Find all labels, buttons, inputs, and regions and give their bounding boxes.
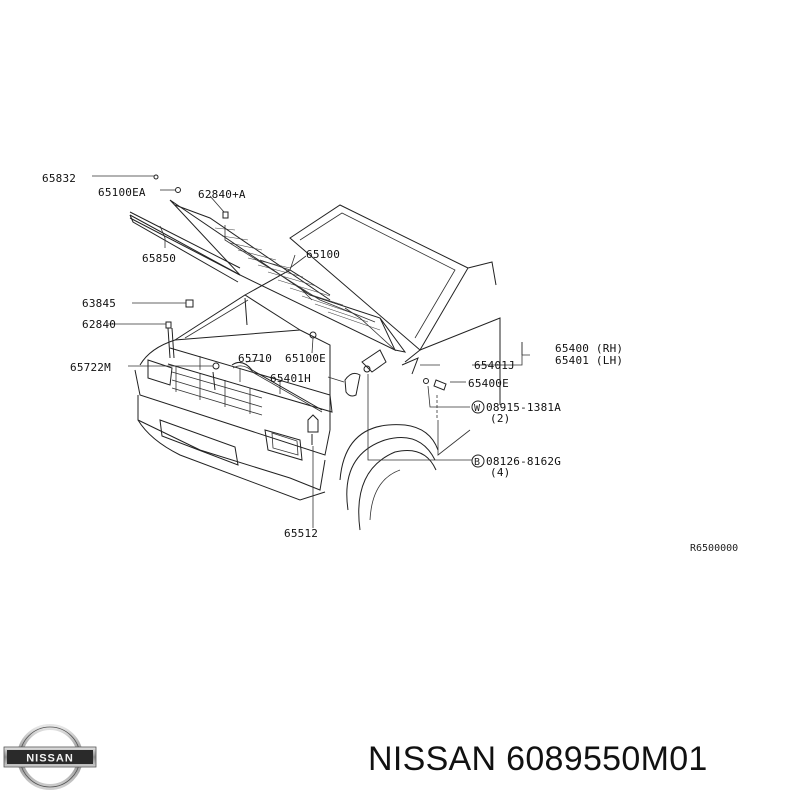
hood-seal: [129, 211, 241, 276]
callout-08915-1381A: 08915-1381A: [486, 401, 561, 414]
callout-65401H: 65401H: [270, 372, 311, 385]
part-number: 6089550M01: [506, 740, 708, 778]
callout-65100EA: 65100EA: [98, 186, 146, 199]
callout-65710: 65710: [238, 352, 272, 365]
callout-08126-qty: (4): [490, 466, 510, 479]
logo-wordmark: NISSAN: [26, 753, 74, 765]
callout-65400-rh: 65400 (RH): [555, 342, 623, 355]
callout-labels: 65832 65100EA 62840+A 65850 65100 63845 …: [42, 172, 738, 554]
washer-symbol-letter: W: [474, 403, 481, 414]
callout-65100E: 65100E: [285, 352, 326, 365]
brand-footer: NISSAN NISSAN 6089550M01: [0, 712, 800, 800]
diagram-reference-code: R6500000: [690, 543, 738, 554]
brand-name: NISSAN: [368, 740, 497, 778]
part-caption: NISSAN 6089550M01: [368, 740, 708, 779]
fasteners: [153, 174, 447, 445]
bolt-symbol-letter: B: [474, 457, 480, 468]
callout-65722M: 65722M: [70, 361, 111, 374]
hood-stay-rod: [167, 297, 248, 359]
callout-65512: 65512: [284, 527, 318, 540]
leader-lines: [92, 175, 530, 528]
callout-65400E: 65400E: [468, 377, 509, 390]
hood-assembly-drawing: 65832 65100EA 62840+A 65850 65100 63845 …: [42, 172, 738, 554]
hood-hinge: [344, 349, 419, 397]
callout-08126-8162G: 08126-8162G: [486, 455, 561, 468]
callout-62840: 62840: [82, 318, 116, 331]
release-cable: [231, 361, 323, 413]
vehicle-body-outline: [134, 204, 501, 531]
callout-65100: 65100: [306, 248, 340, 261]
bolt-symbol-icon: [471, 454, 485, 468]
callout-65832: 65832: [42, 172, 76, 185]
callout-65401J: 65401J: [474, 359, 515, 372]
hood-panel: [129, 199, 407, 353]
washer-symbol-icon: [471, 400, 485, 414]
callout-63845: 63845: [82, 297, 116, 310]
callout-08915-qty: (2): [490, 412, 510, 425]
callout-65850: 65850: [142, 252, 176, 265]
nissan-logo-icon: NISSAN: [3, 724, 97, 790]
callout-62840A: 62840+A: [198, 188, 246, 201]
callout-65401-lh: 65401 (LH): [555, 354, 623, 367]
